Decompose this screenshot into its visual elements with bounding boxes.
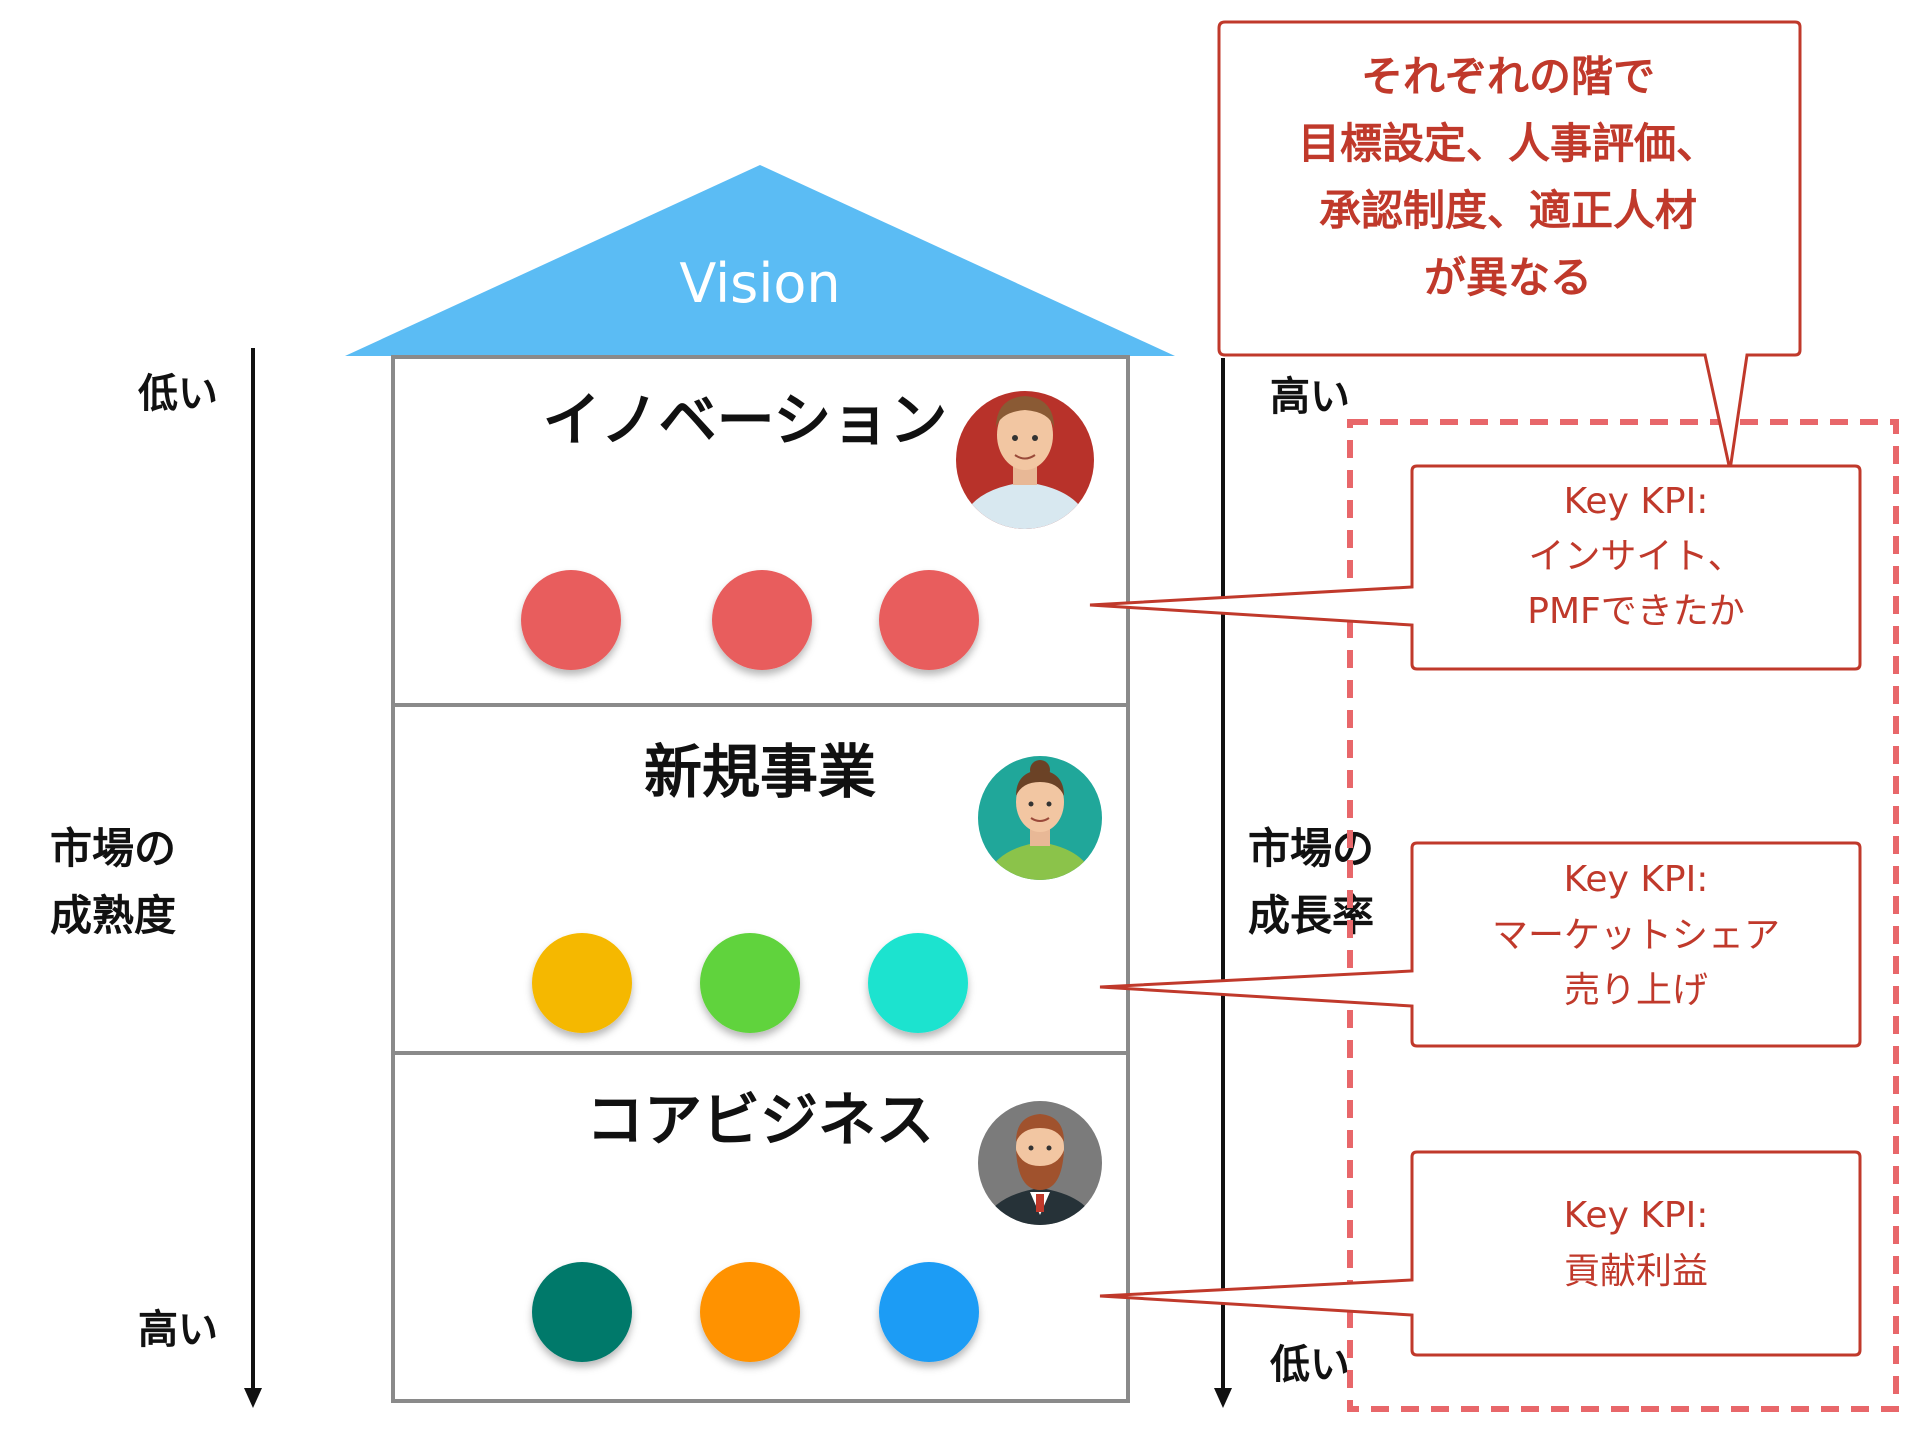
kpi-dashed-region xyxy=(1347,419,1899,1412)
right-axis-title-line2: 成長率 xyxy=(1248,891,1374,940)
left-axis-bottom-label: 高い xyxy=(138,1307,218,1353)
left-axis-title-line1: 市場の xyxy=(50,824,176,873)
vision-label: Vision xyxy=(679,252,840,315)
dot-core-business-1 xyxy=(532,1262,632,1362)
dot-new-business-2 xyxy=(700,933,800,1033)
kpi-innovation-line-3: PMFできたか xyxy=(1527,591,1744,632)
kpi-new-business-line-2: マーケットシェア xyxy=(1492,915,1780,956)
right-axis-arrow xyxy=(1214,358,1232,1408)
callout-bubble xyxy=(1217,20,1802,471)
floor-title-innovation: イノベーション xyxy=(543,386,948,454)
kpi-new-business-line-3: 売り上げ xyxy=(1564,970,1708,1011)
dot-new-business-3 xyxy=(868,933,968,1033)
kpi-innovation-line-1: Key KPI: xyxy=(1564,481,1709,522)
dot-new-business-1 xyxy=(532,933,632,1033)
callout-line-4: が異なる xyxy=(1424,253,1592,302)
kpi-bubble-core-business xyxy=(1099,1150,1862,1357)
dot-innovation-1 xyxy=(521,570,621,670)
floor-title-core-business: コアビジネス xyxy=(586,1086,934,1154)
right-axis-bottom-label: 低い xyxy=(1270,1342,1350,1388)
kpi-core-business-line-2: 貢献利益 xyxy=(1564,1251,1708,1292)
dot-core-business-2 xyxy=(700,1262,800,1362)
dot-core-business-3 xyxy=(879,1262,979,1362)
kpi-new-business-line-1: Key KPI: xyxy=(1564,859,1709,900)
dot-innovation-3 xyxy=(879,570,979,670)
callout-line-1: それぞれの階で xyxy=(1361,52,1655,101)
kpi-bubble-new-business xyxy=(1099,841,1862,1048)
callout-line-2: 目標設定、人事評価、 xyxy=(1298,119,1718,168)
right-axis-title-line1: 市場の xyxy=(1248,824,1374,873)
left-axis-top-label: 低い xyxy=(138,371,218,417)
callout-line-3: 承認制度、適正人材 xyxy=(1319,186,1697,235)
vision-roof xyxy=(345,165,1175,356)
right-axis-top-label: 高い xyxy=(1270,374,1350,420)
floor-title-new-business: 新規事業 xyxy=(644,738,876,806)
left-axis-title-line2: 成熟度 xyxy=(50,891,176,940)
man-avatar-icon xyxy=(956,391,1094,529)
left-axis-arrow xyxy=(244,348,262,1408)
kpi-bubble-innovation xyxy=(1089,464,1862,671)
dot-innovation-2 xyxy=(712,570,812,670)
kpi-core-business-line-1: Key KPI: xyxy=(1564,1195,1709,1236)
kpi-innovation-line-2: インサイト、 xyxy=(1528,536,1743,577)
